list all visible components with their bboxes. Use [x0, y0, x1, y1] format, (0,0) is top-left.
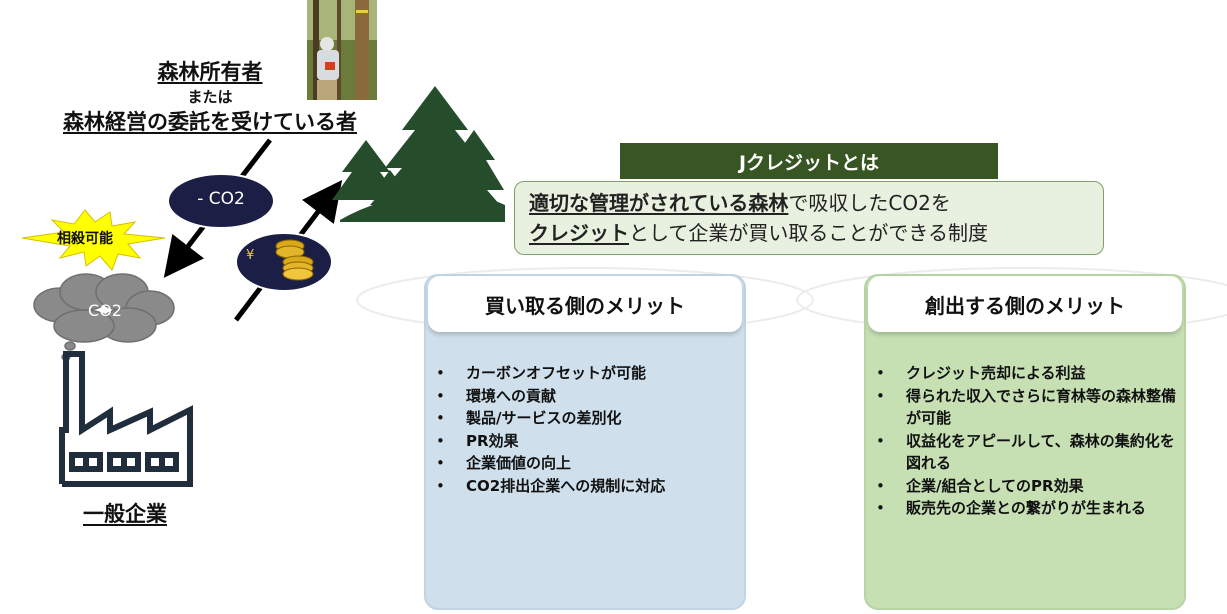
- list-item: 製品/サービスの差別化: [436, 407, 736, 430]
- forest-manager-label: 森林経営の委託を受けている者: [63, 110, 357, 134]
- forest-owner-label: 森林所有者: [157, 60, 263, 84]
- jcredit-header: Jクレジットとは: [620, 143, 998, 179]
- list-item: 収益化をアピールして、森林の集約化を図れる: [876, 430, 1176, 475]
- managed-forest-emphasis: 適切な管理がされている森林: [529, 191, 789, 215]
- yen-label: ¥: [246, 248, 255, 263]
- definition-line-2: クレジットとして企業が買い取ることができる制度: [529, 218, 1103, 248]
- definition-line-2-rest: として企業が買い取ることができる制度: [629, 221, 988, 245]
- list-item: 企業価値の向上: [436, 452, 736, 475]
- jcredit-definition-box: 適切な管理がされている森林で吸収したCO2を クレジットとして企業が買い取ること…: [514, 181, 1104, 255]
- co2-reduction-oval: [167, 173, 275, 229]
- list-item: 企業/組合としてのPR効果: [876, 475, 1176, 498]
- offset-burst: [21, 209, 166, 271]
- list-item: 得られた収入でさらに育林等の森林整備が可能: [876, 385, 1176, 430]
- creator-merits-title: 創出する側のメリット: [868, 276, 1182, 332]
- creator-merits-list: クレジット売却による利益 得られた収入でさらに育林等の森林整備が可能 収益化をア…: [876, 362, 1176, 520]
- definition-line-1: 適切な管理がされている森林で吸収したCO2を: [529, 188, 1103, 218]
- list-item: クレジット売却による利益: [876, 362, 1176, 385]
- list-item: カーボンオフセットが可能: [436, 362, 736, 385]
- forest-icon: [332, 86, 505, 222]
- offset-badge-label: 相殺可能: [57, 231, 113, 247]
- or-label: または: [187, 88, 233, 106]
- co2-cloud-label: CO2: [88, 301, 122, 320]
- credit-emphasis: クレジット: [529, 221, 629, 245]
- co2-cloud: [33, 273, 175, 361]
- factory-icon: [59, 351, 193, 487]
- coins-icon: [275, 239, 314, 281]
- list-item: 環境への貢献: [436, 385, 736, 408]
- company-label: 一般企業: [83, 502, 167, 526]
- list-item: CO2排出企業への規制に対応: [436, 475, 736, 498]
- list-item: PR効果: [436, 430, 736, 453]
- forester-photo: [307, 0, 377, 100]
- co2-reduction-label: - CO2: [197, 189, 245, 209]
- list-item: 販売先の企業との繋がりが生まれる: [876, 497, 1176, 520]
- buyer-merits-title: 買い取る側のメリット: [428, 276, 742, 332]
- definition-line-1-rest: で吸収したCO2を: [788, 191, 951, 215]
- buyer-merits-list: カーボンオフセットが可能 環境への貢献 製品/サービスの差別化 PR効果 企業価…: [436, 362, 736, 497]
